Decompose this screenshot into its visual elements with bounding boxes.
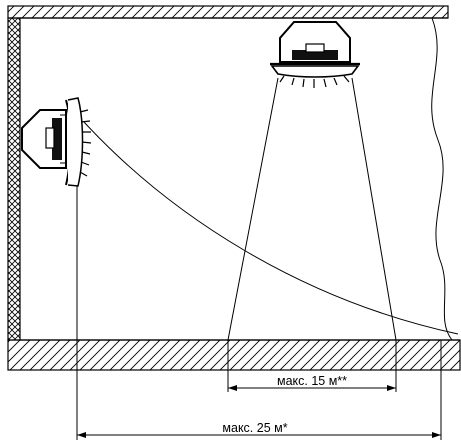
dimension-long-label: макс. 25 м*: [222, 421, 287, 435]
ceiling: [7, 5, 449, 19]
dimension-short-label: макс. 15 м**: [277, 374, 347, 388]
floor: [7, 339, 461, 371]
wall-sensor: [21, 97, 92, 187]
wall-detection-arc: [83, 121, 459, 335]
break-line: [431, 17, 453, 341]
extension-lines: [76, 186, 442, 440]
ceiling-detection-cone: [227, 77, 397, 341]
dimension-short: макс. 15 м**: [228, 374, 396, 391]
left-wall: [7, 17, 21, 341]
dimension-long: макс. 25 м*: [77, 421, 441, 438]
room-outline: [20, 17, 460, 341]
ceiling-sensor: [270, 21, 360, 88]
